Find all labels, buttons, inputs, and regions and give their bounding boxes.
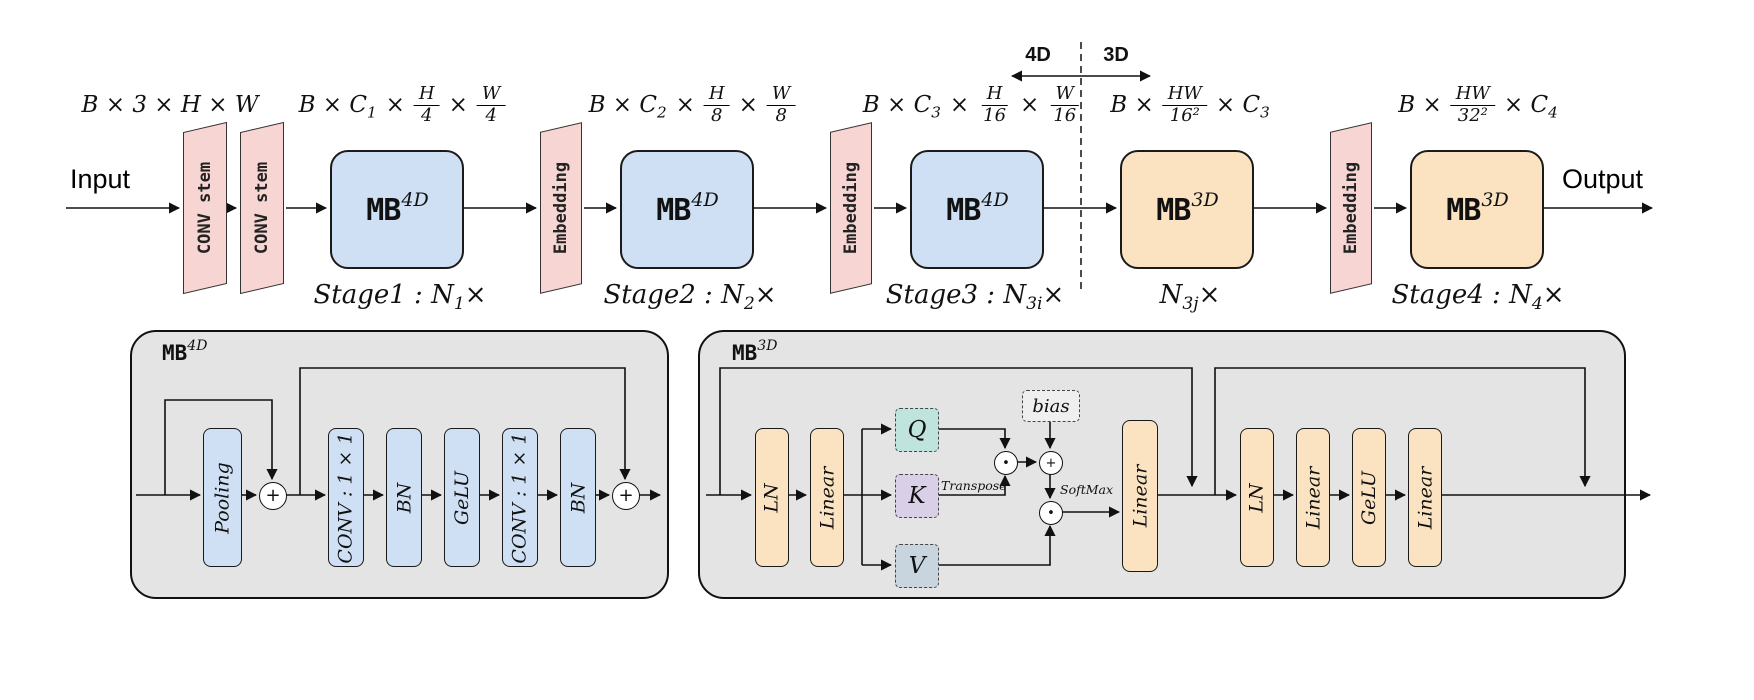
output-label: Output bbox=[1562, 164, 1644, 194]
conv1x1-block-1: CONV : 1 × 1 bbox=[328, 428, 364, 567]
dim-label-input: B × 3 × H × W bbox=[81, 92, 259, 118]
embedding-2: Embedding bbox=[830, 122, 872, 294]
bias-block: bias bbox=[1022, 390, 1080, 422]
partition-3d-label: 3D bbox=[1103, 44, 1129, 66]
key-block: K bbox=[895, 474, 939, 518]
mb4d-block-stage3: MB4D bbox=[910, 150, 1044, 269]
bn-block-2: BN bbox=[560, 428, 596, 567]
embedding-label: Embedding bbox=[841, 161, 861, 255]
dot-product-op-icon: • bbox=[994, 451, 1018, 475]
conv-stem-1: CONV stem bbox=[183, 121, 227, 295]
embedding-3: Embedding bbox=[1330, 122, 1372, 294]
gelu-block-2: GeLU bbox=[1352, 428, 1386, 567]
stage2-label: Stage2 : N2× bbox=[603, 280, 777, 315]
mb4d-block-stage1: MB4D bbox=[330, 150, 464, 269]
mb3d-block-stage3: MB3D bbox=[1120, 150, 1254, 269]
transpose-label: Transpose bbox=[941, 478, 1007, 493]
embedding-label: Embedding bbox=[551, 161, 571, 255]
stage4-label: Stage4 : N4× bbox=[1391, 280, 1565, 315]
mb3d-box-title: MB3D bbox=[732, 338, 778, 365]
conv-stem-2: CONV stem bbox=[240, 121, 284, 295]
linear-block-mid: Linear bbox=[1122, 420, 1158, 572]
bn-block-1: BN bbox=[386, 428, 422, 567]
mb3d-block-label: MB3D bbox=[1446, 188, 1509, 228]
mb4d-block-label: MB4D bbox=[946, 188, 1009, 228]
mb4d-block-label: MB4D bbox=[656, 188, 719, 228]
stage1-label: Stage1 : N1× bbox=[313, 280, 487, 315]
linear-block-1: Linear bbox=[810, 428, 844, 567]
input-label: Input bbox=[70, 164, 131, 194]
partition-4d-label: 4D bbox=[1025, 44, 1051, 66]
value-block: V bbox=[895, 544, 939, 588]
ln-block-1: LN bbox=[755, 428, 789, 567]
embedding-label: Embedding bbox=[1341, 161, 1361, 255]
dot-product-op-icon: • bbox=[1039, 501, 1063, 525]
conv-stem-label: CONV stem bbox=[195, 161, 215, 255]
gelu-block: GeLU bbox=[444, 428, 480, 567]
add-op-icon: + bbox=[612, 482, 640, 510]
stage3j-label: N3j× bbox=[1159, 280, 1221, 315]
mb4d-box-title: MB4D bbox=[162, 338, 208, 365]
query-block: Q bbox=[895, 408, 939, 452]
ln-block-2: LN bbox=[1240, 428, 1274, 567]
add-op-icon: + bbox=[259, 482, 287, 510]
mb4d-block-stage2: MB4D bbox=[620, 150, 754, 269]
stage3-label: Stage3 : N3i× bbox=[885, 280, 1065, 315]
add-op-icon: + bbox=[1039, 451, 1063, 475]
linear-block-3: Linear bbox=[1408, 428, 1442, 567]
pooling-block: Pooling bbox=[203, 428, 242, 567]
mb3d-block-label: MB3D bbox=[1156, 188, 1219, 228]
conv-stem-label: CONV stem bbox=[252, 161, 272, 255]
mb3d-block-stage4: MB3D bbox=[1410, 150, 1544, 269]
softmax-label: SoftMax bbox=[1060, 482, 1114, 497]
conv1x1-block-2: CONV : 1 × 1 bbox=[502, 428, 538, 567]
mb4d-block-label: MB4D bbox=[366, 188, 429, 228]
linear-block-2: Linear bbox=[1296, 428, 1330, 567]
embedding-1: Embedding bbox=[540, 122, 582, 294]
